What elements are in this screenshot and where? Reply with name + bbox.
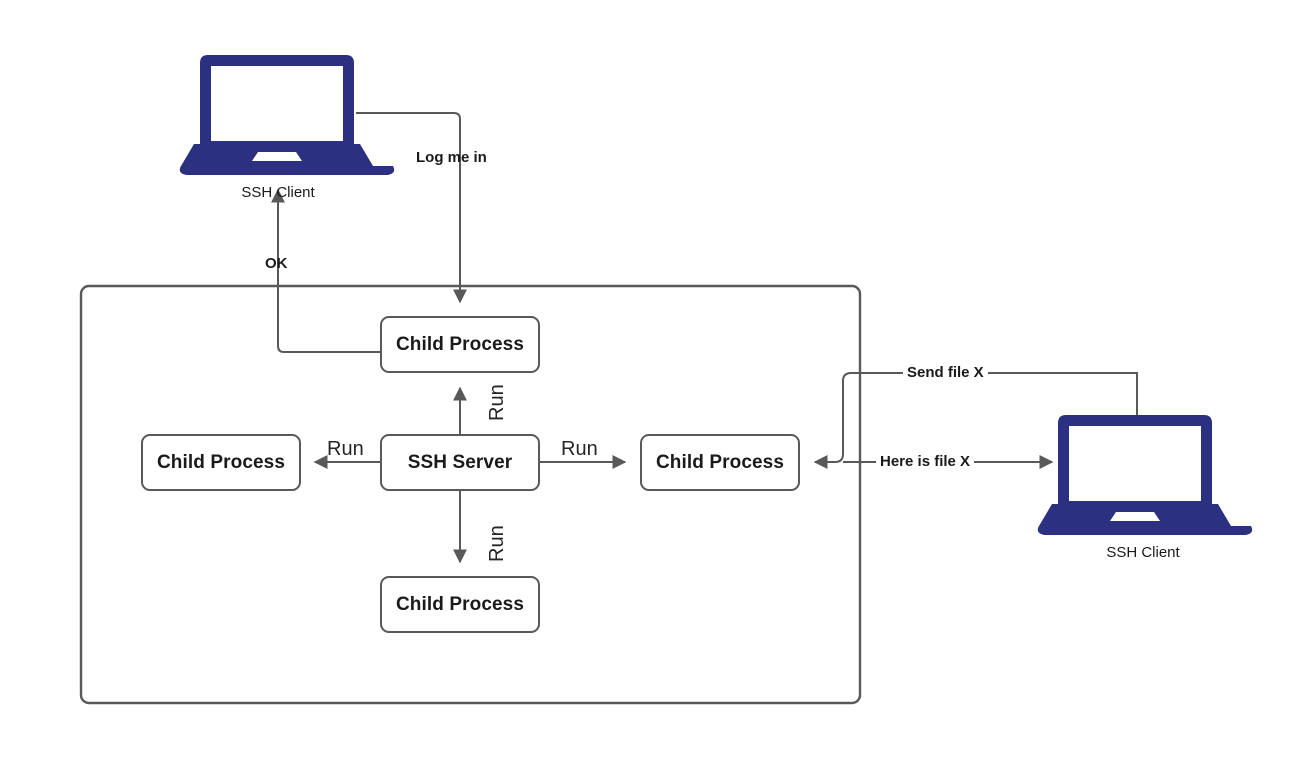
edge-label-run-up: Run [486,384,508,421]
edge-label-send-file-x: Send file X [903,364,988,381]
edge-label-here-is-file-x: Here is file X [876,453,975,470]
edge-label-run-left: Run [327,438,364,460]
ssh-host-boundary-rect [79,284,862,705]
device-label-client-top: SSH Client [241,184,315,201]
edge-login-request-line [356,112,467,304]
edge-login-ok-line [271,188,380,353]
node-child-process-top[interactable]: Child Process [380,316,540,373]
node-child-process-left[interactable]: Child Process [141,434,301,491]
edge-label-run-down: Run [486,525,508,562]
node-ssh-server[interactable]: SSH Server [380,434,540,491]
edge-send-file-line [813,372,1138,469]
laptop-icon-client-right [1037,415,1253,535]
node-child-process-right[interactable]: Child Process [640,434,800,491]
node-child-process-bottom[interactable]: Child Process [380,576,540,633]
edge-label-ok: OK [265,255,288,272]
edge-label-log-me-in: Log me in [416,149,487,166]
edge-label-run-right: Run [561,438,598,460]
laptop-icon-client-top [179,55,395,175]
device-label-client-right: SSH Client [1106,544,1180,561]
